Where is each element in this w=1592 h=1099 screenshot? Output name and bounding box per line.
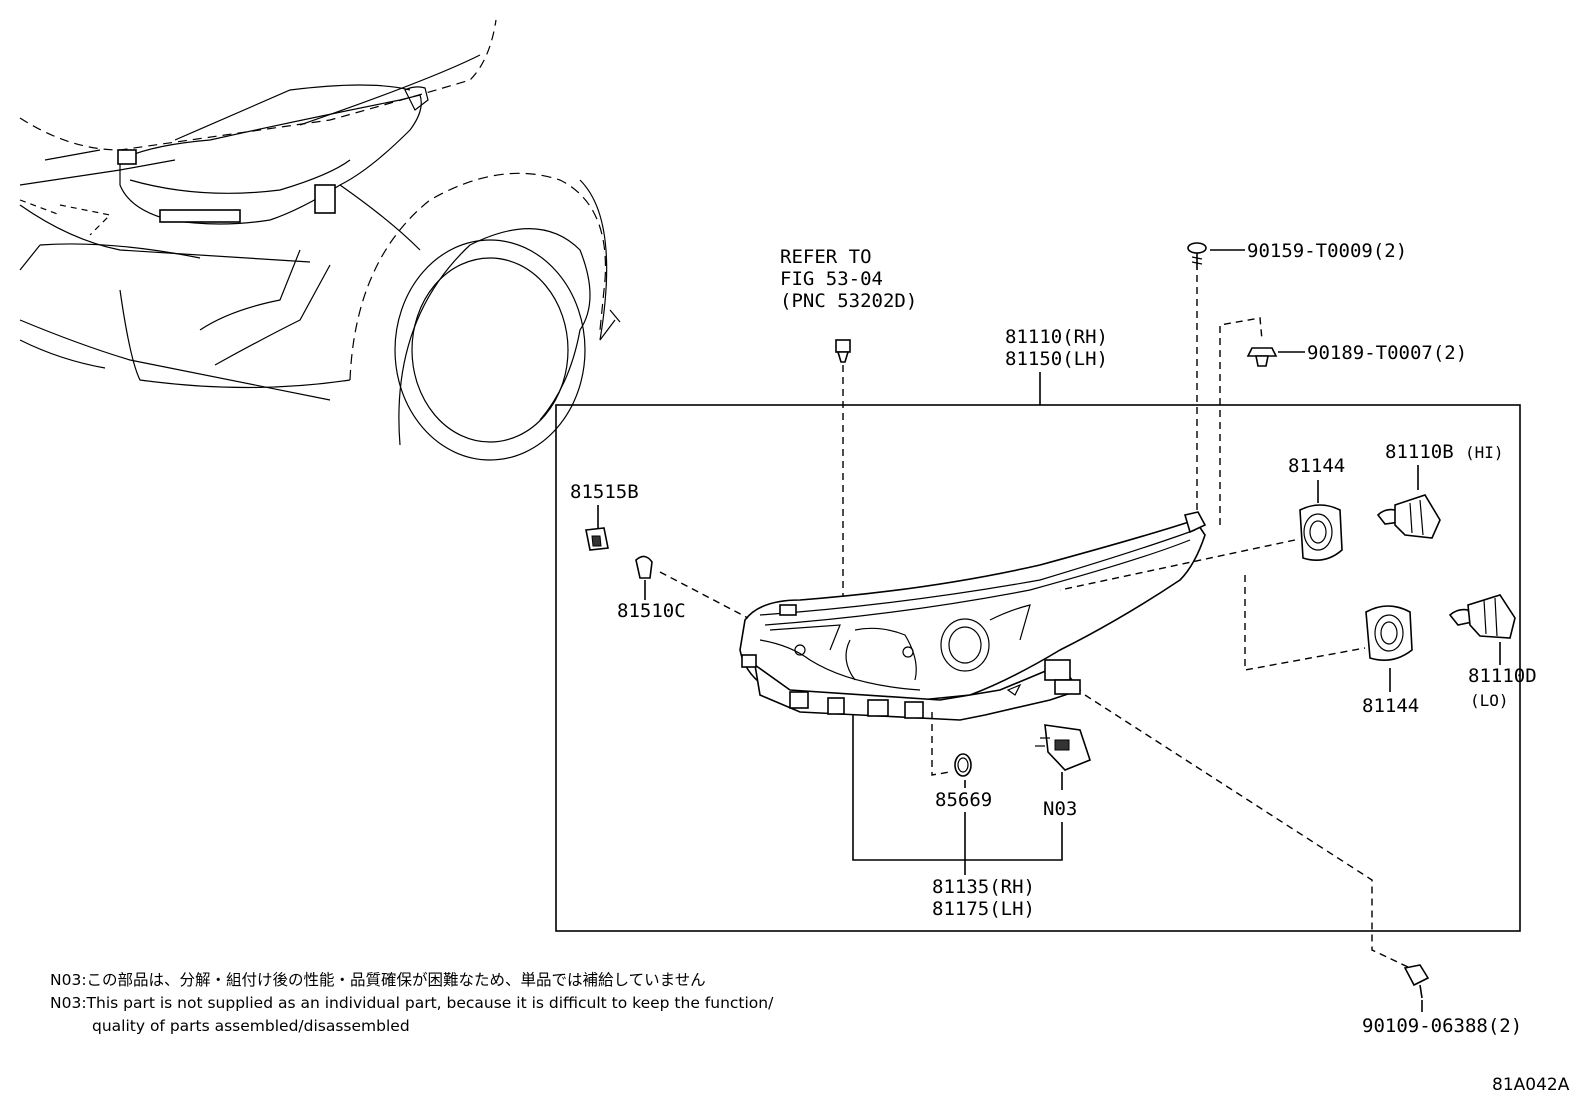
refer-clip — [835, 339, 851, 363]
refer-label-1: REFER TO — [780, 246, 872, 268]
part-N03-actuator — [1035, 724, 1091, 771]
label-85669: 85669 — [935, 789, 992, 811]
label-90109: 90109-06388(2) — [1362, 1015, 1522, 1037]
part-81515B — [585, 527, 609, 551]
assembly-label-rh: 81110(RH) — [1005, 326, 1108, 348]
label-N03: N03 — [1043, 798, 1077, 820]
label-81110D-note: (LO) — [1470, 691, 1509, 710]
label-81110B-note: (HI) — [1465, 443, 1504, 462]
label-81515B: 81515B — [570, 481, 639, 503]
label-81144-top: 81144 — [1288, 455, 1345, 477]
part-81144-top — [1299, 504, 1343, 561]
label-81110D: 81110D — [1468, 665, 1537, 687]
screw-90109 — [1403, 964, 1430, 999]
screw-90159 — [1187, 242, 1207, 270]
headlamp-assembly — [739, 511, 1207, 721]
sub-assembly-label-rh: 81135(RH) — [932, 876, 1035, 898]
label-81144-bottom: 81144 — [1362, 695, 1419, 717]
refer-label-2: FIG 53-04 — [780, 268, 883, 290]
part-81144-bottom — [1365, 605, 1413, 661]
label-81510C: 81510C — [617, 600, 686, 622]
clip-90189 — [1246, 347, 1278, 367]
note-jp: N03:この部品は、分解・組付け後の性能・品質確保が困難なため、単品では補給して… — [50, 971, 706, 989]
part-81110D-bulb-lo — [1448, 594, 1516, 639]
car-front-illustration — [19, 19, 621, 461]
sub-assembly-label-lh: 81175(LH) — [932, 898, 1035, 920]
part-85669-oring — [954, 753, 972, 777]
label-81110B: 81110B — [1385, 441, 1454, 463]
refer-label-3: (PNC 53202D) — [780, 290, 917, 312]
assembly-frame — [555, 404, 1521, 932]
note-en-1: N03:This part is not supplied as an indi… — [50, 994, 774, 1012]
label-90189: 90189-T0007(2) — [1307, 342, 1467, 364]
assembly-label-lh: 81150(LH) — [1005, 348, 1108, 370]
label-90159: 90159-T0009(2) — [1247, 240, 1407, 262]
figure-id: 81A042A — [1492, 1075, 1570, 1095]
note-en-2: quality of parts assembled/disassembled — [92, 1017, 410, 1035]
part-81510C — [635, 555, 653, 579]
part-81110B-bulb-hi — [1376, 494, 1441, 539]
